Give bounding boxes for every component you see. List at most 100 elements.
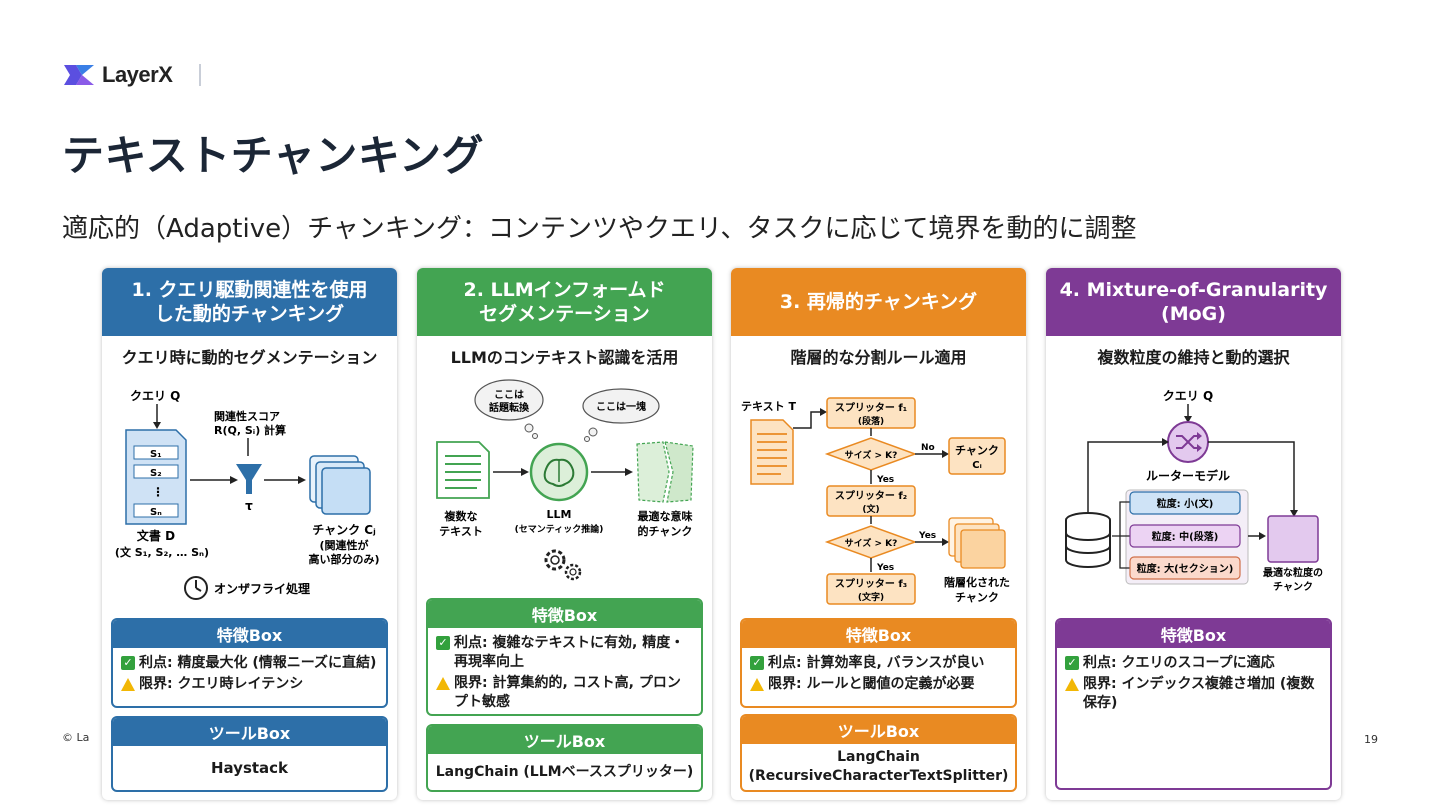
sentence-dots: ⋮ (152, 485, 164, 499)
query-label: クエリ Q (130, 389, 180, 403)
router-label: ルーターモデル (1146, 468, 1230, 483)
granularity-large-box (1129, 556, 1241, 580)
output-label-2: チャンク (1273, 581, 1313, 593)
llm-sublabel: (セマンティック推論) (515, 523, 604, 535)
feature-box: 特徴Box ✓ 利点: 計算効率良, バランスが良い 限界: ルールと閾値の定義が… (740, 618, 1017, 708)
feature-box-title: 特徴Box (742, 620, 1015, 648)
feature-box-title: 特徴Box (113, 620, 386, 648)
check-icon: ✓ (436, 636, 450, 650)
router-shuffle-icon (1167, 421, 1209, 463)
tool-box: ツールBox Haystack (111, 716, 388, 792)
panel-subtitle: 階層的な分割ルール適用 (790, 348, 967, 367)
optimal-chunk-box (1267, 515, 1319, 563)
sentence-s1: S₁ (150, 449, 162, 460)
feature-box: 特徴Box ✓ 利点: 複雑なテキストに有効, 精度・再現率向上 限界: 計算集約… (426, 598, 703, 716)
tool-box-text: LangChain (RecursiveCharacterTextSplitte… (748, 749, 1009, 784)
feature-con: 限界: インデックス複雑さ増加 (複数保存) (1083, 676, 1315, 711)
splitter-1-sublabel: (段落) (858, 415, 884, 427)
condition-1-label: サイズ > K? (845, 449, 898, 461)
chunk-label: チャンク Cⱼ (312, 523, 376, 537)
brain-icon (529, 442, 589, 502)
panel-recursive: 3. 再帰的チャンキング 階層的な分割ルール適用 テキスト T スプリッター f… (731, 268, 1026, 800)
panel-subtitle: クエリ時に動的セグメンテーション (121, 348, 378, 367)
yes-label-1: Yes (876, 475, 894, 485)
feature-pro: 利点: 計算効率良, バランスが良い (768, 655, 985, 671)
input-label-1: 複数な (444, 509, 478, 523)
granularity-small-box (1129, 491, 1241, 515)
feature-pro: 利点: 複雑なテキストに有効, 精度・再現率向上 (454, 635, 685, 670)
feature-box-title: 特徴Box (428, 600, 701, 628)
chunk-sublabel: Cᵢ (972, 460, 982, 471)
recursive-diagram: テキスト T スプリッター f₁ (段落) サイズ > K? No チャン (731, 376, 1026, 616)
tool-box-title: ツールBox (742, 716, 1015, 744)
clock-icon (184, 576, 208, 600)
feature-pro: 利点: 精度最大化 (情報ニーズに直結) (139, 655, 377, 671)
panel-subtitle: LLMのコンテキスト認識を活用 (450, 348, 679, 367)
granularity-mid-box (1129, 524, 1241, 548)
panel-title: 3. 再帰的チャンキング (731, 268, 1026, 336)
splitter-3-sublabel: (文字) (858, 591, 884, 603)
tool-box-title: ツールBox (113, 718, 386, 746)
mog-diagram: クエリ Q ルーターモデル 粒度 (1046, 376, 1341, 616)
tool-box: ツールBox LangChain (RecursiveCharacterText… (740, 714, 1017, 792)
database-icon (1065, 512, 1111, 568)
feature-box-title: 特徴Box (1057, 620, 1330, 648)
tool-box-text: Haystack (210, 758, 289, 777)
granularity-mid-label: 粒度: 中(段落) (1152, 530, 1219, 543)
text-t-label: テキスト T (741, 400, 796, 413)
tool-box: ツールBox LangChain (LLMベーススプリッター) (426, 724, 703, 792)
semantic-chunks-icon (636, 441, 694, 503)
feature-box: 特徴Box ✓利点: 精度最大化 (情報ニーズに直結) 限界: クエリ時レイテン… (111, 618, 388, 708)
splitter-3-box (826, 573, 916, 605)
score-formula: R(Q, Sᵢ) 計算 (214, 423, 286, 437)
input-label-2: テキスト (439, 525, 483, 538)
output-label-1: 最適な粒度の (1263, 566, 1323, 579)
panel-title: 2. LLMインフォームド セグメンテーション (417, 268, 712, 336)
feature-con: 限界: クエリ時レイテンシ (139, 676, 304, 692)
output-label-1: 最適な意味 (638, 509, 693, 523)
check-icon: ✓ (750, 656, 764, 670)
condition-2-label: サイズ > K? (845, 537, 898, 549)
splitter-3-label: スプリッター f₃ (835, 577, 907, 590)
hierarchical-label-2: チャンク (955, 591, 999, 604)
sentence-s2: S₂ (150, 468, 162, 479)
page-title: テキストチャンキング (62, 131, 485, 180)
threshold-tau: τ (245, 499, 253, 513)
panel-llm-informed: 2. LLMインフォームド セグメンテーション LLMのコンテキスト認識を活用 … (417, 268, 712, 800)
warning-icon (1065, 678, 1079, 691)
llm-label: LLM (547, 508, 572, 521)
warning-icon (750, 678, 764, 691)
panel-subtitle: 複数粒度の維持と動的選択 (1097, 348, 1290, 367)
score-label: 関連性スコア (214, 409, 280, 423)
feature-con: 限界: ルールと閾値の定義が必要 (768, 676, 975, 692)
yes-label-2: Yes (918, 531, 936, 541)
document-icon (125, 429, 187, 525)
text-document-icon (750, 419, 794, 485)
output-label-2: 的チャンク (638, 524, 693, 538)
feature-box: 特徴Box ✓利点: クエリのスコープに適応 限界: インデックス複雑さ増加 (… (1055, 618, 1332, 790)
panel-title: 1. クエリ駆動関連性を使用 した動的チャンキング (102, 268, 397, 336)
llm-informed-diagram: ここは 話題転換 ここは一塊 複数な テキスト LLM (セマンティック推論) (417, 376, 712, 616)
splitter-2-label: スプリッター f₂ (835, 489, 907, 502)
sentence-sn: Sₙ (150, 507, 162, 518)
feature-con: 限界: 計算集約的, コスト高, プロンプト敏感 (454, 675, 681, 710)
layerx-logo-icon (64, 65, 94, 85)
check-icon: ✓ (1065, 656, 1079, 670)
onthefly-label: オンザフライ処理 (214, 581, 310, 596)
chunk-stack-icon (309, 455, 371, 515)
query-label: クエリ Q (1163, 389, 1213, 403)
page-subtitle: 適応的（Adaptive）チャンキング：コンテンツやクエリ、タスクに応じて境界を… (62, 214, 1137, 244)
yes-label-3: Yes (876, 563, 894, 573)
chunk-label: チャンク (955, 444, 999, 457)
splitter-2-sublabel: (文) (862, 503, 879, 515)
chunk-box (948, 437, 1006, 475)
hierarchical-chunks-icon (948, 517, 1006, 569)
cloud-2-text: ここは一塊 (596, 400, 646, 413)
header-divider (199, 64, 201, 86)
panel-mixture-of-granularity: 4. Mixture-of-Granularity (MoG) 複数粒度の維持と… (1046, 268, 1341, 800)
granularity-small-label: 粒度: 小(文) (1157, 497, 1214, 510)
gears-icon (544, 549, 582, 581)
brand-logo: LayerX (62, 60, 173, 90)
text-document-icon (436, 441, 490, 499)
document-label: 文書 D (137, 528, 175, 543)
